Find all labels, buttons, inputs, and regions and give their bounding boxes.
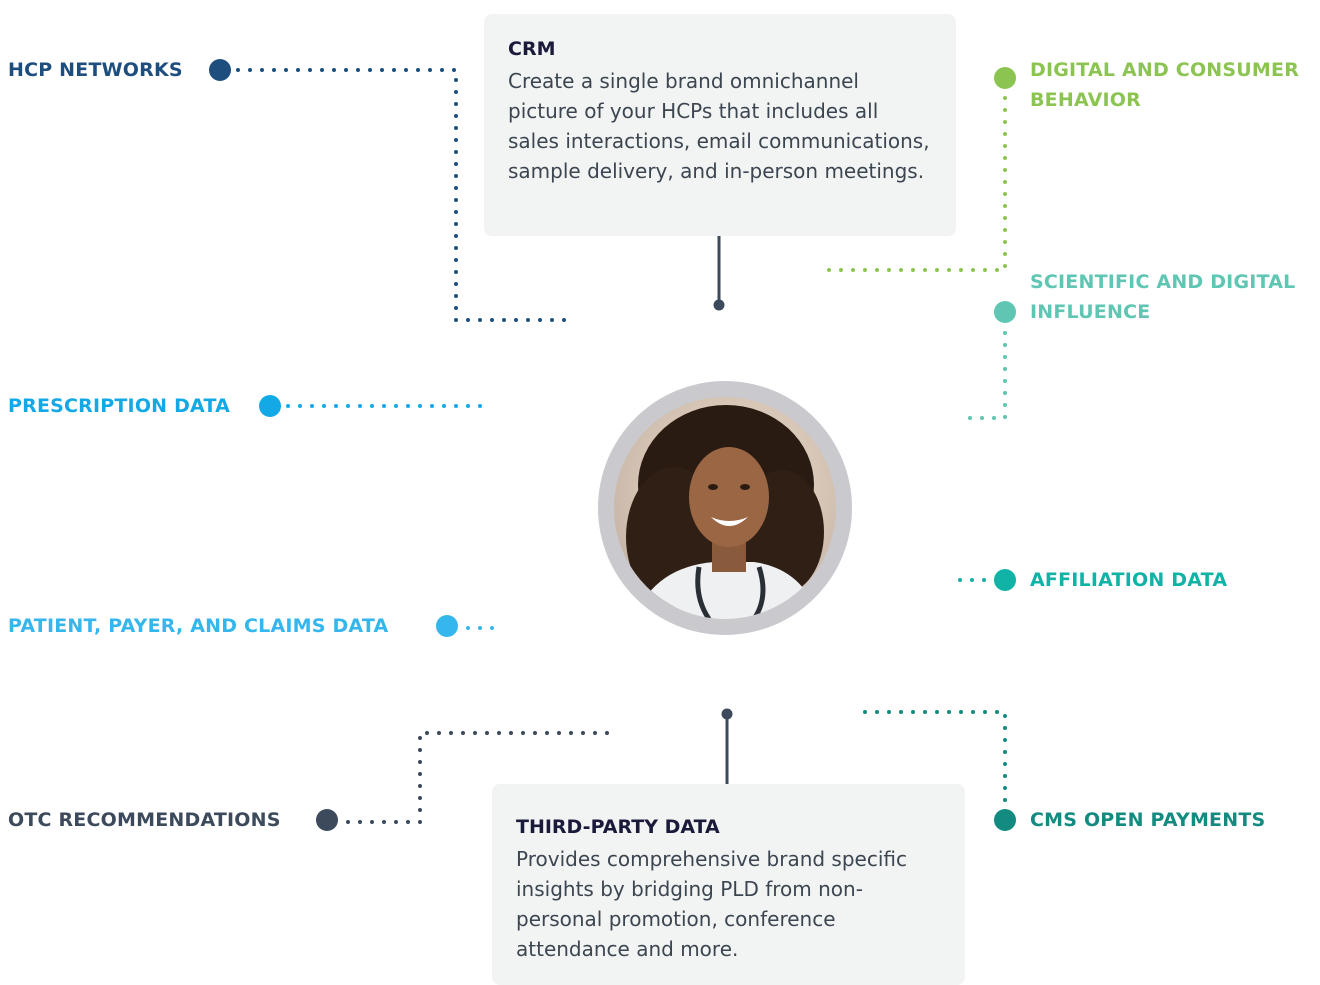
label-affiliation-data: AFFILIATION DATA bbox=[1030, 569, 1228, 591]
avatar-ring bbox=[598, 381, 852, 635]
cms-node bbox=[994, 809, 1016, 831]
third-party-card-connector bbox=[721, 708, 733, 784]
hcp-networks-connector bbox=[209, 59, 577, 322]
label-scientific-digital: SCIENTIFIC AND DIGITAL INFLUENCE bbox=[1030, 267, 1295, 327]
scientific-digital-node bbox=[994, 301, 1016, 323]
third-party-card-title: THIRD-PARTY DATA bbox=[516, 816, 720, 838]
doctor-portrait-illustration bbox=[626, 405, 824, 619]
crm-card-body: Create a single brand omnichannel pictur… bbox=[508, 69, 930, 183]
crm-card: CRM Create a single brand omnichannel pi… bbox=[484, 14, 956, 236]
third-party-card-body: Provides comprehensive brand specific in… bbox=[516, 847, 907, 961]
patient-payer-connector bbox=[436, 615, 504, 637]
patient-payer-node bbox=[436, 615, 458, 637]
label-digital-consumer-line2: BEHAVIOR bbox=[1030, 89, 1141, 111]
label-digital-consumer: DIGITAL AND CONSUMER BEHAVIOR bbox=[1030, 55, 1299, 115]
cms-connector bbox=[853, 710, 1016, 831]
otc-node bbox=[316, 809, 338, 831]
label-prescription-data: PRESCRIPTION DATA bbox=[8, 395, 231, 417]
prescription-connector bbox=[259, 395, 492, 417]
doctor-portrait bbox=[614, 397, 836, 619]
scientific-digital-connector bbox=[966, 301, 1016, 420]
crm-card-title: CRM bbox=[508, 38, 556, 60]
label-scientific-digital-line2: INFLUENCE bbox=[1030, 301, 1151, 323]
affiliation-connector bbox=[958, 569, 1016, 591]
label-otc-recommendations: OTC RECOMMENDATIONS bbox=[8, 809, 281, 831]
third-party-card: THIRD-PARTY DATA Provides comprehensive … bbox=[492, 784, 965, 985]
hcp-networks-node bbox=[209, 59, 231, 81]
digital-consumer-connector bbox=[820, 67, 1016, 272]
label-cms-open-payments: CMS OPEN PAYMENTS bbox=[1030, 809, 1266, 831]
label-digital-consumer-line1: DIGITAL AND CONSUMER bbox=[1030, 59, 1300, 81]
digital-consumer-node bbox=[994, 67, 1016, 89]
otc-connector bbox=[316, 731, 614, 831]
label-hcp-networks: HCP NETWORKS bbox=[8, 59, 183, 81]
label-patient-payer-claims: PATIENT, PAYER, AND CLAIMS DATA bbox=[8, 615, 389, 637]
crm-card-connector bbox=[713, 236, 725, 311]
label-scientific-digital-line1: SCIENTIFIC AND DIGITAL bbox=[1030, 271, 1296, 293]
affiliation-node bbox=[994, 569, 1016, 591]
prescription-node bbox=[259, 395, 281, 417]
